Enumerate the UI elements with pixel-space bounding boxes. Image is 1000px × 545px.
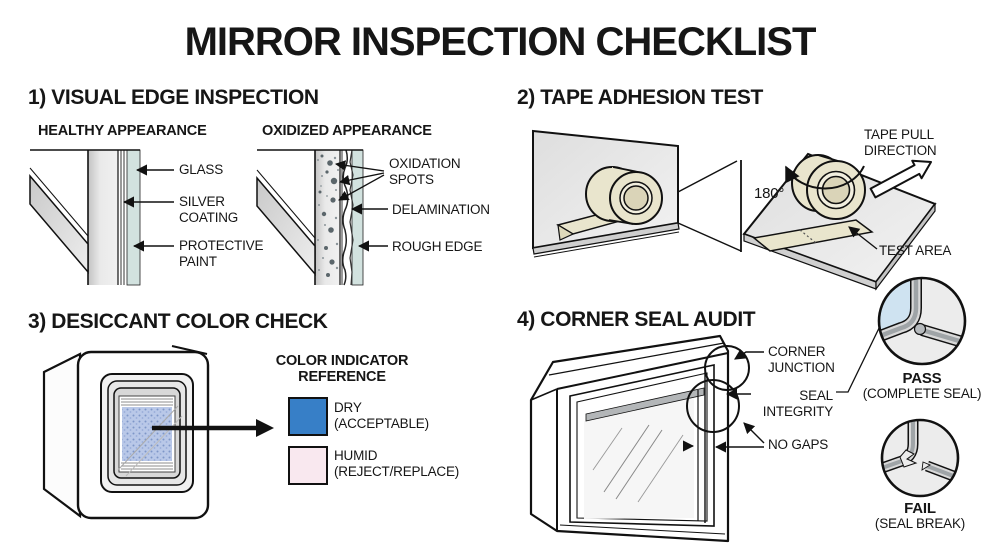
oxidation-speckles [317, 156, 339, 271]
page-title: MIRROR INSPECTION CHECKLIST [184, 20, 817, 64]
desiccant-window-illustration [42, 345, 274, 520]
rotation-180-arrow [785, 165, 865, 190]
pack-crimp-lines [121, 398, 173, 470]
test-area-label: TEST AREA [879, 243, 952, 258]
angle-180-label: 180° [754, 185, 785, 202]
healthy-edge-cross-section [29, 149, 141, 286]
silver-coating-label: SILVER COATING [179, 194, 239, 225]
fail-detail-illustration [880, 418, 960, 498]
oxidized-appearance-label: OXIDIZED APPEARANCE [262, 123, 432, 139]
pass-verdict-label: PASS [902, 370, 942, 387]
section3-heading: 3) DESICCANT COLOR CHECK [28, 310, 328, 333]
corner-junction-label: CORNER JUNCTION [768, 344, 835, 375]
mirror-corner-illustration [529, 334, 750, 543]
dry-label: DRY [334, 400, 362, 415]
glass-label: GLASS [179, 162, 224, 177]
no-gaps-label: NO GAPS [768, 437, 829, 452]
oxidation-spots-label: OXIDATION SPOTS [389, 156, 461, 187]
pass-detail-label: (COMPLETE SEAL) [862, 386, 982, 401]
section2-heading: 2) TAPE ADHESION TEST [517, 86, 763, 109]
section1-heading: 1) VISUAL EDGE INSPECTION [28, 86, 319, 109]
dry-status-label: (ACCEPTABLE) [334, 416, 429, 431]
fail-detail-label: (SEAL BREAK) [874, 516, 966, 531]
oxidized-edge-cross-section [256, 149, 364, 286]
tape-pull-direction-label: TAPE PULL DIRECTION [864, 127, 937, 158]
humid-status-label: (REJECT/REPLACE) [334, 464, 460, 479]
oxidation-spot-dots [318, 154, 338, 277]
delamination-label: DELAMINATION [392, 202, 490, 217]
rough-edge-label: ROUGH EDGE [392, 239, 483, 254]
seal-band [585, 387, 705, 422]
protective-paint-label: PROTECTIVE PAINT [179, 238, 264, 269]
humid-label: HUMID [334, 448, 378, 463]
desiccant-beads [122, 407, 172, 461]
corner-seal-annotation-arrows [682, 321, 883, 453]
section4-heading: 4) CORNER SEAL AUDIT [517, 308, 756, 331]
seal-integrity-circle [686, 379, 740, 433]
seal-integrity-label: SEAL INTEGRITY [762, 388, 833, 419]
seal-break-crack [899, 449, 918, 468]
oxidized-annotation-arrows [334, 160, 388, 252]
healthy-appearance-label: HEALTHY APPEARANCE [38, 123, 207, 139]
color-indicator-reference-title: COLOR INDICATOR REFERENCE [275, 353, 409, 385]
dry-color-swatch [288, 397, 328, 436]
tape-test-detail-illustration [740, 152, 937, 291]
pull-direction-arrow [869, 159, 932, 199]
tape-test-overview-illustration [532, 129, 742, 258]
humid-color-swatch [288, 446, 328, 485]
pass-detail-illustration [877, 276, 967, 366]
fail-verdict-label: FAIL [904, 500, 936, 517]
healthy-annotation-arrows [122, 164, 174, 252]
